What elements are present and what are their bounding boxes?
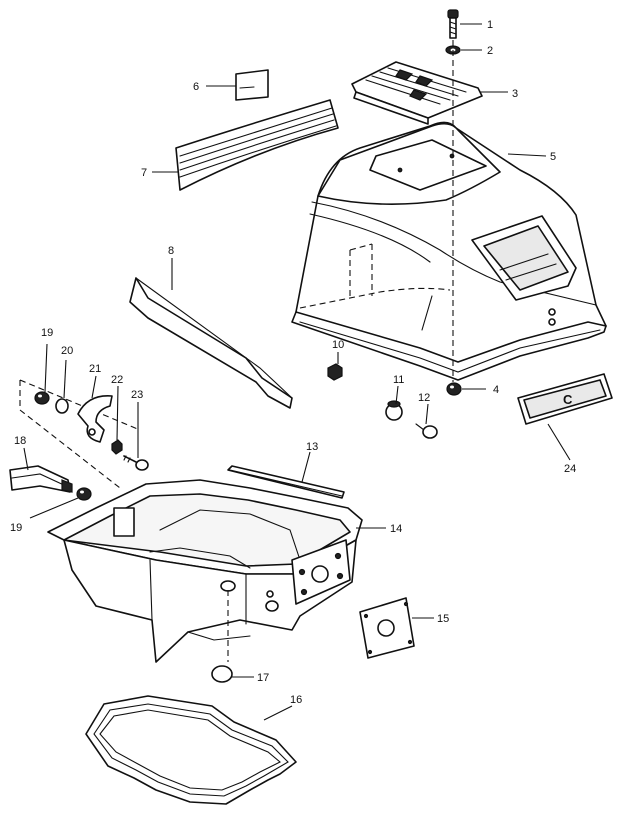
callout-11-label: 11	[393, 374, 404, 386]
callout-5-label: 5	[550, 151, 556, 163]
callout-19-lower: 19	[10, 497, 79, 534]
part-21-latch-hook	[77, 395, 113, 443]
callout-8-label: 8	[168, 245, 174, 257]
callout-21-label: 21	[89, 363, 101, 375]
callout-1: 1	[460, 19, 493, 31]
part-6-small-decal	[235, 69, 269, 101]
callout-1-label: 1	[487, 19, 493, 31]
part-4-grommet	[446, 382, 462, 396]
callout-3-label: 3	[512, 88, 518, 100]
callout-6: 6	[193, 81, 236, 93]
part-16-seal	[85, 695, 297, 805]
callout-14-label: 14	[390, 523, 402, 535]
part-14-lower-pan	[47, 479, 363, 663]
callout-4-label: 4	[493, 384, 499, 396]
part-10-nut	[327, 363, 343, 381]
callout-15-label: 15	[437, 613, 449, 625]
part-3-top-plate	[351, 61, 483, 125]
callout-11: 11	[393, 374, 404, 405]
part-22-small-nut	[111, 439, 123, 455]
callout-15: 15	[412, 613, 449, 625]
callout-17-label: 17	[257, 672, 269, 684]
callout-12-label: 12	[418, 392, 430, 404]
callout-17: 17	[232, 672, 269, 684]
part-12-push-plug	[415, 423, 438, 439]
part-13-rod	[227, 465, 345, 499]
callout-12: 12	[418, 392, 430, 425]
part-11-bumper	[385, 400, 403, 421]
callout-23-label: 23	[131, 389, 143, 401]
callout-19-upper-label: 19	[41, 327, 53, 339]
callout-10-label: 10	[332, 339, 344, 351]
part-19-fastener-upper	[34, 391, 50, 405]
callout-5: 5	[507, 151, 556, 163]
callout-7-label: 7	[141, 167, 147, 179]
callout-14: 14	[356, 523, 402, 535]
alignment-bracket-left	[19, 379, 141, 489]
callout-4: 4	[462, 384, 499, 396]
callout-19-lower-label: 19	[10, 522, 22, 534]
part-23-screw	[123, 455, 149, 471]
part-24-nameplate: C	[517, 373, 613, 425]
callout-13: 13	[301, 441, 318, 483]
part-17-plug	[211, 590, 233, 683]
callout-2: 2	[461, 45, 493, 57]
part-20-bushing	[55, 398, 69, 414]
nameplate-letter: C	[563, 392, 573, 407]
callout-16-label: 16	[290, 694, 302, 706]
callout-22: 22	[111, 374, 123, 441]
callout-16: 16	[263, 694, 302, 721]
callout-23: 23	[131, 389, 143, 458]
callout-22-label: 22	[111, 374, 123, 386]
callout-19-upper: 19	[41, 327, 53, 393]
callout-8: 8	[168, 245, 174, 290]
part-7-stripe-decal	[175, 99, 339, 191]
callout-18-label: 18	[14, 435, 26, 447]
callout-2-label: 2	[487, 45, 493, 57]
part-1-screw	[447, 9, 459, 39]
callout-24: 24	[547, 423, 576, 475]
part-8-front-panel	[129, 277, 293, 409]
callout-10: 10	[332, 339, 344, 364]
callout-7: 7	[141, 167, 178, 179]
callout-24-label: 24	[564, 463, 576, 475]
part-19-fastener-lower	[76, 487, 92, 501]
part-18-handle	[9, 465, 73, 493]
callout-3: 3	[480, 88, 518, 100]
part-15-plate	[359, 597, 415, 659]
part-5-cowling	[291, 121, 607, 381]
callout-13-label: 13	[306, 441, 318, 453]
callout-20: 20	[61, 345, 73, 399]
callout-20-label: 20	[61, 345, 73, 357]
callout-6-label: 6	[193, 81, 199, 93]
callout-18: 18	[14, 435, 29, 471]
callout-21: 21	[89, 363, 101, 399]
